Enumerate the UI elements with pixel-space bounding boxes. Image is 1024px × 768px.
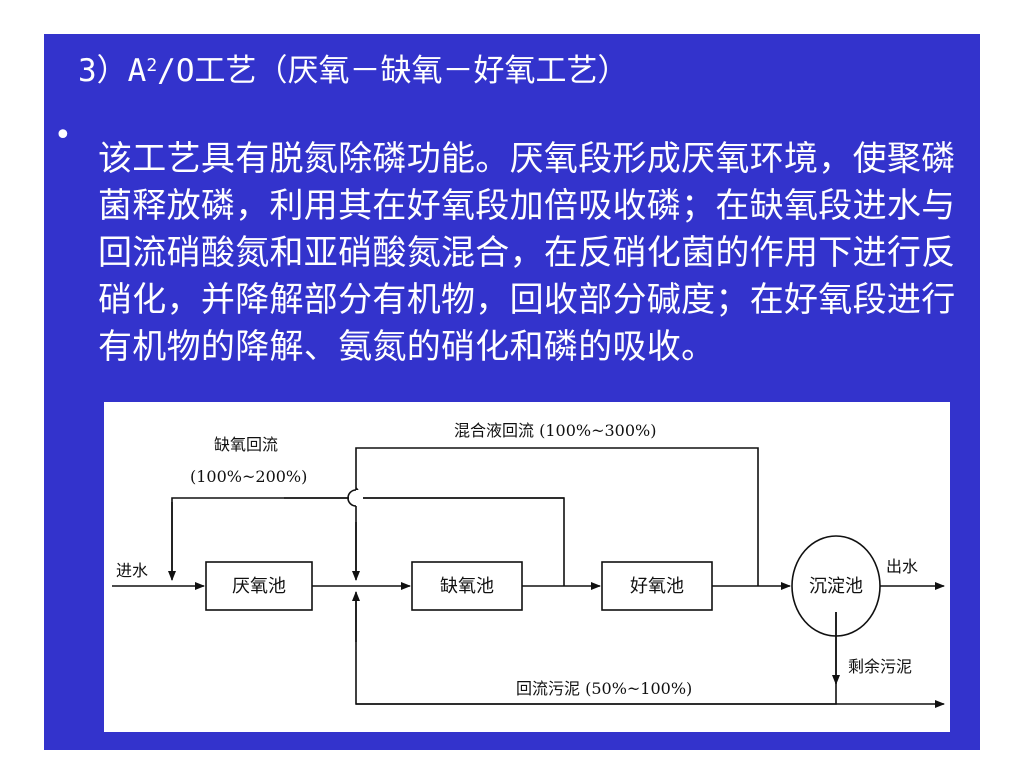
anoxic-return-line	[171, 487, 565, 586]
slide: 3）A2/O工艺（厌氧－缺氧－好氧工艺） • 该工艺具有脱氮除磷功能。厌氧段形成…	[44, 34, 980, 750]
aerobic-tank	[601, 561, 713, 611]
title-suffix: /O工艺（厌氧－缺氧－好氧工艺）	[157, 53, 629, 89]
title-superscript: 2	[146, 55, 158, 76]
anoxic-label: 缺氧池	[440, 576, 494, 597]
anoxic-return-ratio: (100%~200%)	[190, 467, 307, 486]
anoxic-return-label: 缺氧回流	[214, 435, 278, 454]
excess-sludge-label: 剩余污泥	[848, 657, 912, 676]
title-prefix: 3）A	[78, 53, 147, 89]
anaerobic-label: 厌氧池	[232, 576, 286, 597]
mixed-liquor-return-label: 混合液回流 (100%~300%)	[454, 421, 656, 440]
sludge-return-label: 回流污泥 (50%~100%)	[516, 679, 692, 698]
anaerobic-tank	[205, 561, 313, 611]
body-text: 该工艺具有脱氮除磷功能。厌氧段形成厌氧环境，使聚磷菌释放磷，利用其在好氧段加倍吸…	[98, 139, 956, 367]
effluent-label: 出水	[886, 557, 918, 576]
slide-title: 3）A2/O工艺（厌氧－缺氧－好氧工艺）	[78, 46, 629, 91]
process-flow-diagram: 厌氧池 缺氧池 好氧池 沉淀池 进水 出水 缺氧回流 (100%~200%) 混…	[104, 402, 950, 732]
influent-label: 进水	[116, 561, 148, 580]
mixed-liquor-return-line	[355, 447, 759, 586]
clarifier-tank	[791, 535, 881, 637]
flow-svg: 厌氧池 缺氧池 好氧池 沉淀池 进水 出水 缺氧回流 (100%~200%) 混…	[112, 421, 945, 708]
anoxic-tank	[411, 561, 523, 611]
bullet-icon: •	[54, 118, 72, 153]
clarifier-label: 沉淀池	[809, 576, 863, 597]
aerobic-label: 好氧池	[630, 576, 684, 597]
